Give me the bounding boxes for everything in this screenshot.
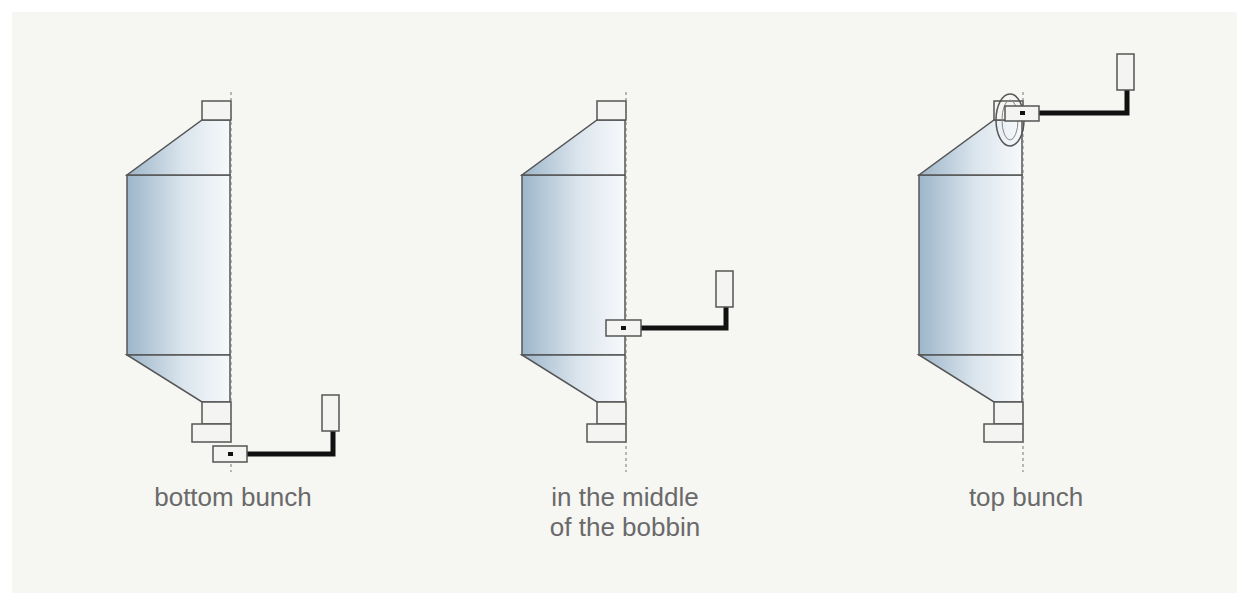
bunch-label: in the middle of the bobbin: [538, 482, 713, 542]
bunch-label: top bunch: [906, 482, 1146, 512]
bunch-label: bottom bunch: [103, 482, 363, 512]
